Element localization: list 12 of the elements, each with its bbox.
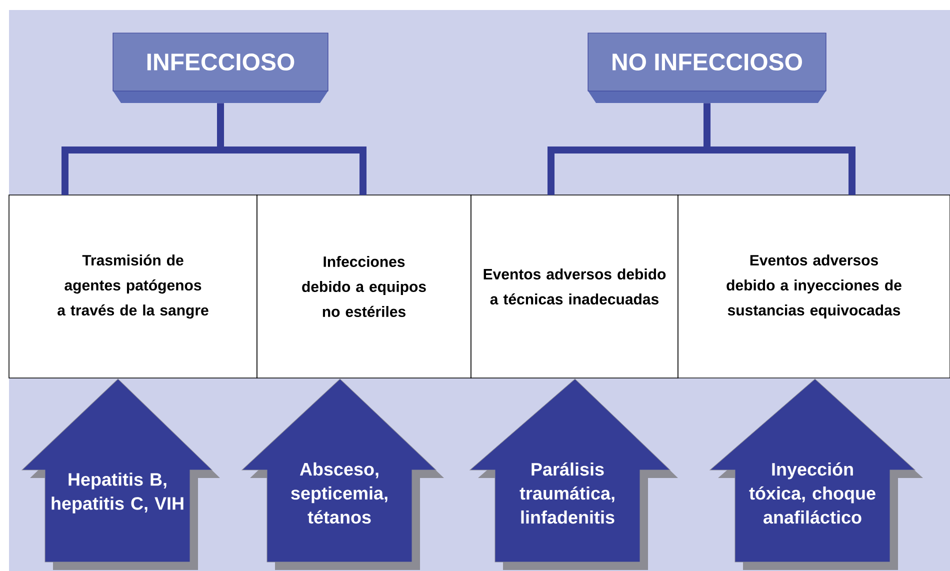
category-cell: Infecciones debido a equipos no estériles xyxy=(256,194,472,378)
connector xyxy=(704,103,856,195)
up-arrow-box: Parálisis traumática, linfadenitis xyxy=(470,378,678,570)
connector xyxy=(217,103,366,195)
category-cell: Eventos adversos debido a inyecciones de sustancias equivocadas xyxy=(678,194,950,378)
category-cell: Eventos adversos debido a técnicas inadecuadas xyxy=(470,194,678,378)
up-arrow-box: Inyección tóxica, choque anafiláctico xyxy=(710,378,923,570)
up-arrow-box: Hepatitis B, hepatitis C, VIH xyxy=(22,378,220,570)
heading-box: INFECCIOSO xyxy=(112,32,328,103)
up-arrow-box: Absceso, septicemia, tétanos xyxy=(242,378,444,570)
heading-box: NO INFECCIOSO xyxy=(588,32,826,103)
category-cell: Trasmisión de agentes patógenos a través de la sangre xyxy=(8,194,258,378)
